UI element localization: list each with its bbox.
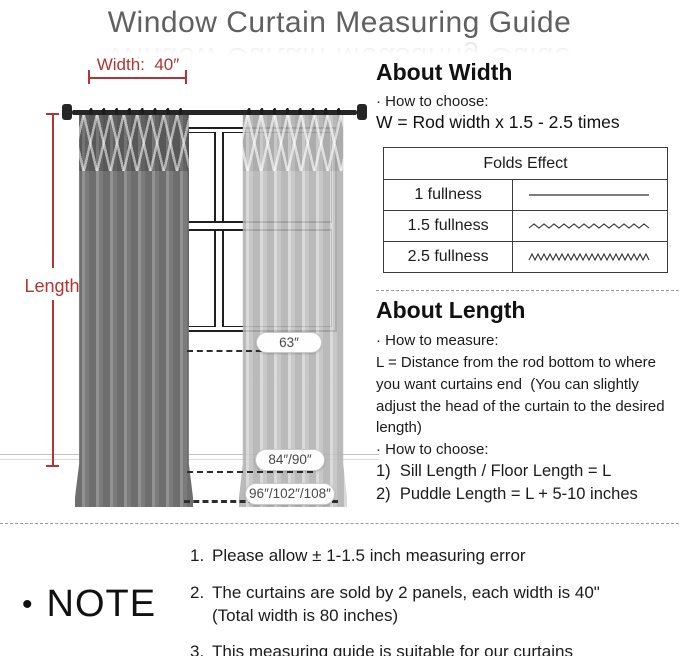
- how-to-measure-subheading: · How to measure:: [376, 332, 499, 349]
- note-item-text: This measuring guide is suitable for our…: [212, 642, 573, 656]
- note-item: 2. The curtains are sold by 2 panels, ea…: [190, 583, 670, 603]
- table-row: 2.5 fullness: [382, 241, 668, 273]
- folds-effect-table: Folds Effect 1 fullness 1.5 fullness: [382, 147, 668, 273]
- length-tick-bottom: [46, 465, 59, 467]
- bullet-icon: •: [22, 587, 33, 621]
- how-to-choose-subheading: · How to choose:: [376, 441, 489, 458]
- fullness-label: 1.5 fullness: [382, 210, 514, 242]
- width-annotation-label: Width: 40″: [96, 55, 180, 74]
- page-title: Window Curtain Measuring Guide: [107, 6, 572, 39]
- table-row: 1 fullness: [382, 179, 668, 211]
- about-width-subheading: · How to choose:: [376, 93, 489, 110]
- note-item-number: 1.: [190, 546, 205, 565]
- curtain-rings-left: [85, 104, 188, 119]
- note-list: 1. Please allow ± 1-1.5 inch measuring e…: [190, 546, 670, 656]
- width-measure-line: [88, 77, 187, 79]
- fold-effect-cell: [512, 210, 668, 242]
- about-length-heading: About Length: [376, 297, 526, 323]
- note-item-number: 2.: [190, 583, 205, 602]
- note-divider: [0, 523, 679, 524]
- fullness-label: 1 fullness: [382, 179, 514, 211]
- floor-line: [0, 454, 379, 455]
- section-divider: [376, 290, 679, 291]
- loose-zigzag-icon: [528, 223, 650, 229]
- dense-zigzag-icon: [528, 252, 650, 261]
- folds-table-header: Folds Effect: [383, 147, 668, 180]
- note-item: 3. This measuring guide is suitable for …: [190, 642, 670, 656]
- title-block: Window Curtain Measuring Guide Window Cu…: [0, 6, 679, 60]
- length-measure-line: [52, 300, 54, 466]
- floor-line: [0, 459, 379, 460]
- note-item-subtext: (Total width is 80 inches): [212, 606, 399, 625]
- fold-effect-cell: [512, 179, 668, 211]
- length-badge-63: 63″: [256, 332, 322, 353]
- note-item-text: Please allow ± 1-1.5 inch measuring erro…: [212, 546, 526, 565]
- dashed-line-63: [187, 350, 311, 352]
- fold-effect-cell: [512, 241, 668, 273]
- rod-finial-right: [357, 104, 367, 120]
- dashed-line-84-90: [187, 471, 313, 473]
- width-tick-left: [88, 70, 90, 84]
- curtain-panel-right: [239, 115, 347, 507]
- pinch-pleats: [239, 115, 347, 171]
- width-formula: W = Rod width x 1.5 - 2.5 times: [376, 112, 620, 132]
- length-badge-96-102-108: 96″/102″/108″: [245, 483, 335, 505]
- length-badge-84-90: 84″/90″: [255, 449, 325, 471]
- length-choice-1: 1) Sill Length / Floor Length = L: [376, 462, 612, 480]
- rod-finial-left: [62, 104, 72, 120]
- curtain-rod: [72, 110, 357, 115]
- note-item: 1. Please allow ± 1-1.5 inch measuring e…: [190, 546, 670, 566]
- how-to-measure-text: L = Distance from the rod bottom to wher…: [376, 354, 669, 437]
- length-choice-2: 2) Puddle Length = L + 5-10 inches: [376, 485, 638, 503]
- curtain-panel-left: [75, 115, 193, 507]
- note-heading-block: • NOTE: [22, 583, 156, 626]
- table-header-row: Folds Effect: [383, 147, 668, 180]
- width-tick-right: [185, 70, 187, 84]
- note-item-number: 3.: [190, 642, 205, 656]
- pinch-pleats: [75, 115, 193, 171]
- straight-line-icon: [529, 194, 650, 196]
- curtain-rings-right: [243, 104, 343, 119]
- table-row: 1.5 fullness: [382, 210, 668, 242]
- length-measure-line: [52, 114, 54, 268]
- note-heading: NOTE: [46, 583, 157, 625]
- length-annotation-label: Length: [24, 276, 80, 296]
- fullness-label: 2.5 fullness: [382, 241, 514, 273]
- note-item-text: The curtains are sold by 2 panels, each …: [212, 583, 600, 602]
- about-width-heading: About Width: [376, 59, 513, 85]
